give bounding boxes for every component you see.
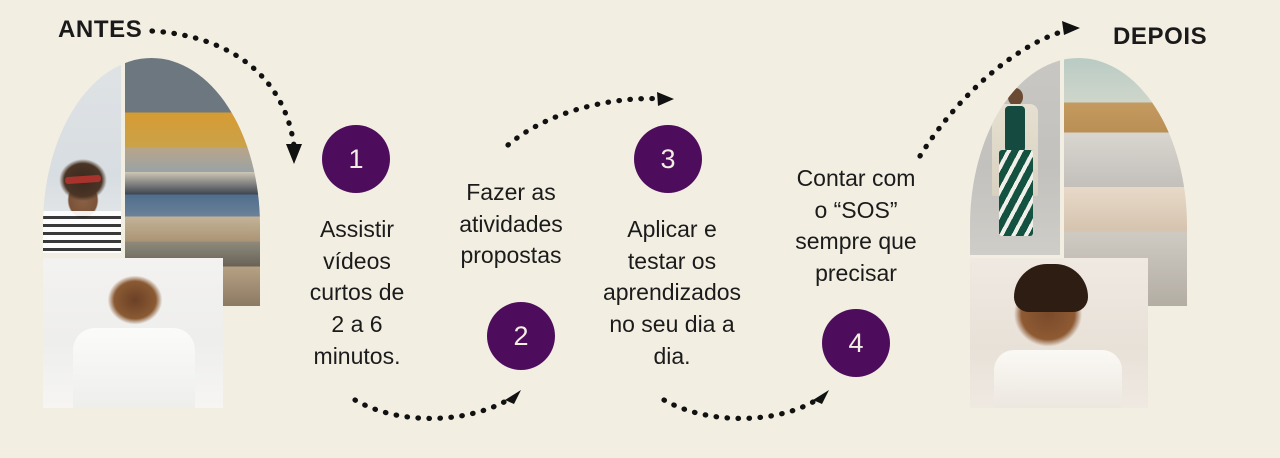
step-3-badge[interactable]: 3 <box>634 125 702 193</box>
green-top-detail <box>1005 106 1025 152</box>
before-label: ANTES <box>58 16 143 43</box>
arrow-step3-to-step4-head-icon <box>813 390 829 404</box>
styled-outfit-photo <box>970 58 1060 255</box>
step-1-text: Assistir vídeos curtos de 2 a 6 minutos. <box>309 216 405 369</box>
arrow-step1-to-step2-head-icon <box>505 390 521 404</box>
arrow-step4-to-depois-head-icon <box>1062 21 1080 35</box>
after-collage <box>970 58 1187 408</box>
step-4-text: Contar com o “SOS” sempre que precisar <box>795 165 917 287</box>
step-2-text: Fazer as atividades propostas <box>459 179 563 269</box>
white-top-detail <box>994 350 1122 408</box>
smiling-woman-photo <box>970 258 1148 408</box>
headband-detail <box>64 174 102 185</box>
arrow-step3-to-step4-icon <box>661 394 824 421</box>
striped-shirt-detail <box>43 211 121 253</box>
hair-detail <box>1014 264 1088 312</box>
arrow-step2-to-step3-head-icon <box>657 92 674 106</box>
step-3-text: Aplicar e testar os aprendizados no seu … <box>602 216 742 369</box>
step-1-badge[interactable]: 1 <box>322 125 390 193</box>
patterned-pants-detail <box>999 150 1033 236</box>
white-shirt-detail <box>73 328 195 408</box>
worried-woman-photo <box>43 58 121 253</box>
arrow-antes-to-step1-head-icon <box>286 144 302 164</box>
before-collage <box>43 58 260 408</box>
after-label: DEPOIS <box>1113 23 1208 50</box>
stressed-woman-photo <box>43 258 223 408</box>
step-2-badge[interactable]: 2 <box>487 302 555 370</box>
arrow-step1-to-step2-icon <box>352 394 516 421</box>
step-4-badge[interactable]: 4 <box>822 309 890 377</box>
